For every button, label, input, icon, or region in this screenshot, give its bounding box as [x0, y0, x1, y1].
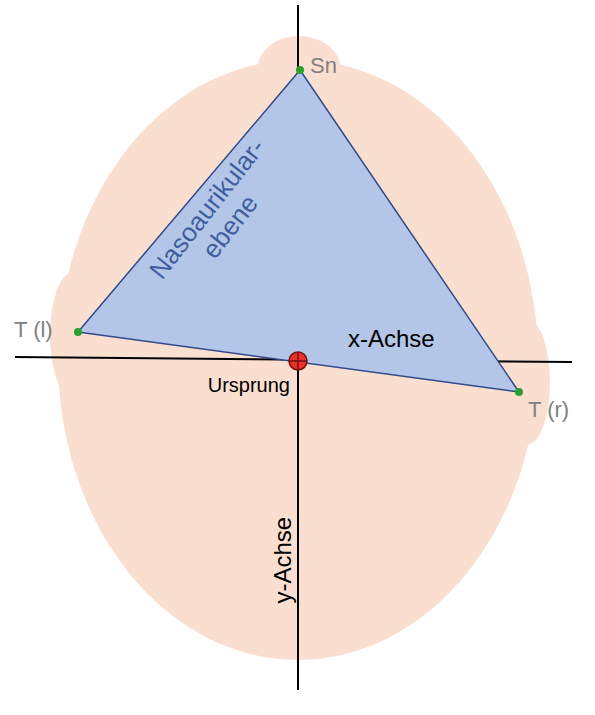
landmark-label: T (r) — [528, 398, 569, 422]
landmark-label: Sn — [310, 54, 337, 78]
triangle-outline — [78, 70, 519, 392]
plane-triangle: Nasoaurikular- ebene — [78, 70, 519, 392]
axis-label: y-Achse — [270, 517, 296, 604]
origin-label: Ursprung — [208, 374, 290, 396]
axis-label: x-Achse — [348, 326, 435, 352]
landmark-label: T (l) — [14, 318, 53, 342]
triangle-shape — [78, 70, 519, 392]
